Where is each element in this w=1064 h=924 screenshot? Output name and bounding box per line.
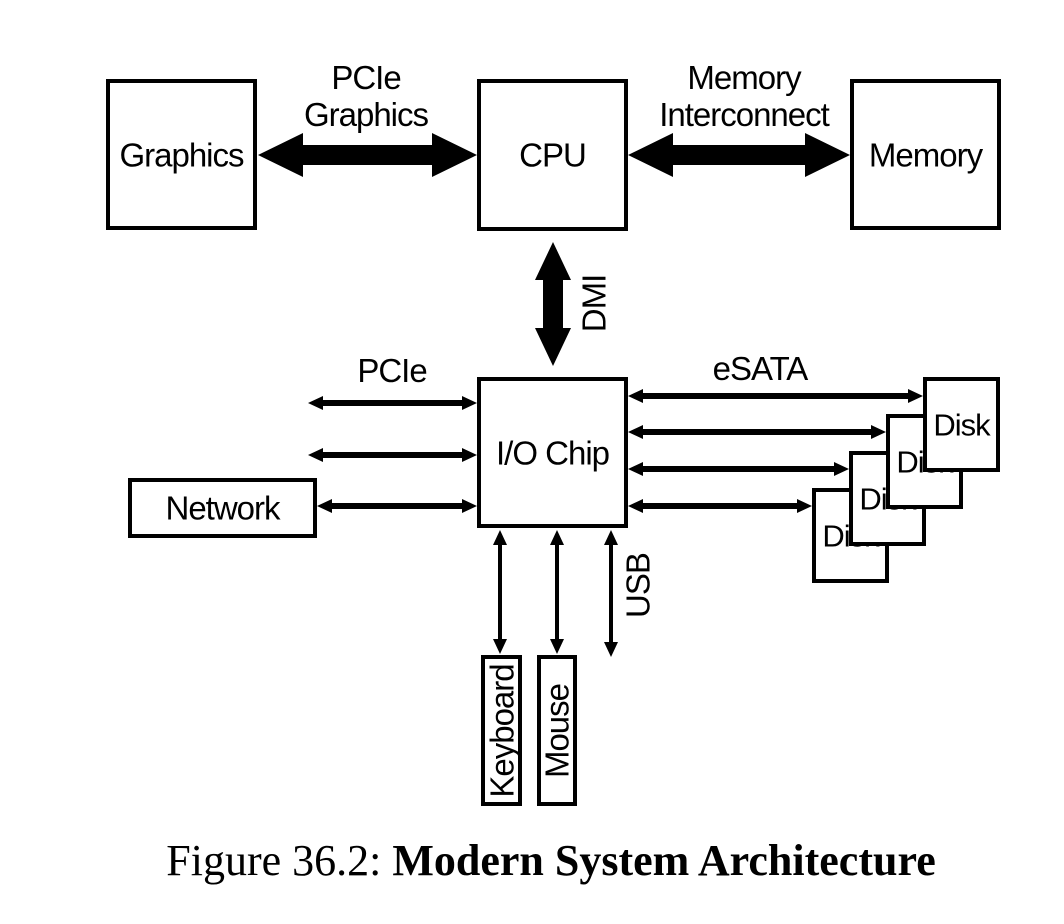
pcie-graphics-bus-label: PCIe Graphics xyxy=(303,59,429,133)
dmi-arrow xyxy=(535,242,571,366)
usb-bus-label: USB xyxy=(619,553,657,618)
graphics-label: Graphics xyxy=(119,136,244,173)
memory-interconnect-bus-label: Memory Interconnect xyxy=(659,59,830,133)
mouse-label: Mouse xyxy=(538,683,576,778)
network-box: Network xyxy=(128,478,317,538)
figure-caption-title: Modern System Architecture xyxy=(392,836,936,885)
dmi-bus-label: DMI xyxy=(575,274,613,333)
io-chip-label: I/O Chip xyxy=(495,434,610,471)
network-link-arrow xyxy=(317,499,477,513)
pcie-slot-2-arrow xyxy=(308,448,477,462)
memory-interconnect-arrow xyxy=(628,133,850,177)
figure-caption: Figure 36.2:Modern System Architecture xyxy=(0,836,1064,886)
esata-4-arrow xyxy=(628,499,812,513)
usb-keyboard-arrow xyxy=(493,530,507,654)
usb-port-arrow xyxy=(604,530,618,657)
esata-2-arrow xyxy=(628,425,886,439)
figure-caption-number: Figure 36.2: xyxy=(166,836,382,885)
pcie-slot-1-arrow xyxy=(308,396,477,410)
io-chip-box: I/O Chip xyxy=(477,377,628,528)
memory-box: Memory xyxy=(850,79,1001,230)
memory-label: Memory xyxy=(868,136,983,173)
graphics-box: Graphics xyxy=(106,79,257,230)
esata-bus-label: eSATA xyxy=(712,350,809,387)
disk-box-1: Disk xyxy=(923,377,1000,472)
esata-1-arrow xyxy=(628,389,923,403)
cpu-label: CPU xyxy=(519,136,587,174)
keyboard-label: Keyboard xyxy=(483,663,520,798)
pcie-graphics-arrow xyxy=(258,133,477,177)
keyboard-box: Keyboard xyxy=(481,655,522,806)
cpu-box: CPU xyxy=(477,79,628,231)
disk-label: Disk xyxy=(933,407,990,442)
pcie-bus-label: PCIe xyxy=(357,352,427,389)
network-label: Network xyxy=(165,489,280,527)
esata-3-arrow xyxy=(628,462,849,476)
mouse-box: Mouse xyxy=(537,655,577,806)
usb-mouse-arrow xyxy=(550,530,564,654)
